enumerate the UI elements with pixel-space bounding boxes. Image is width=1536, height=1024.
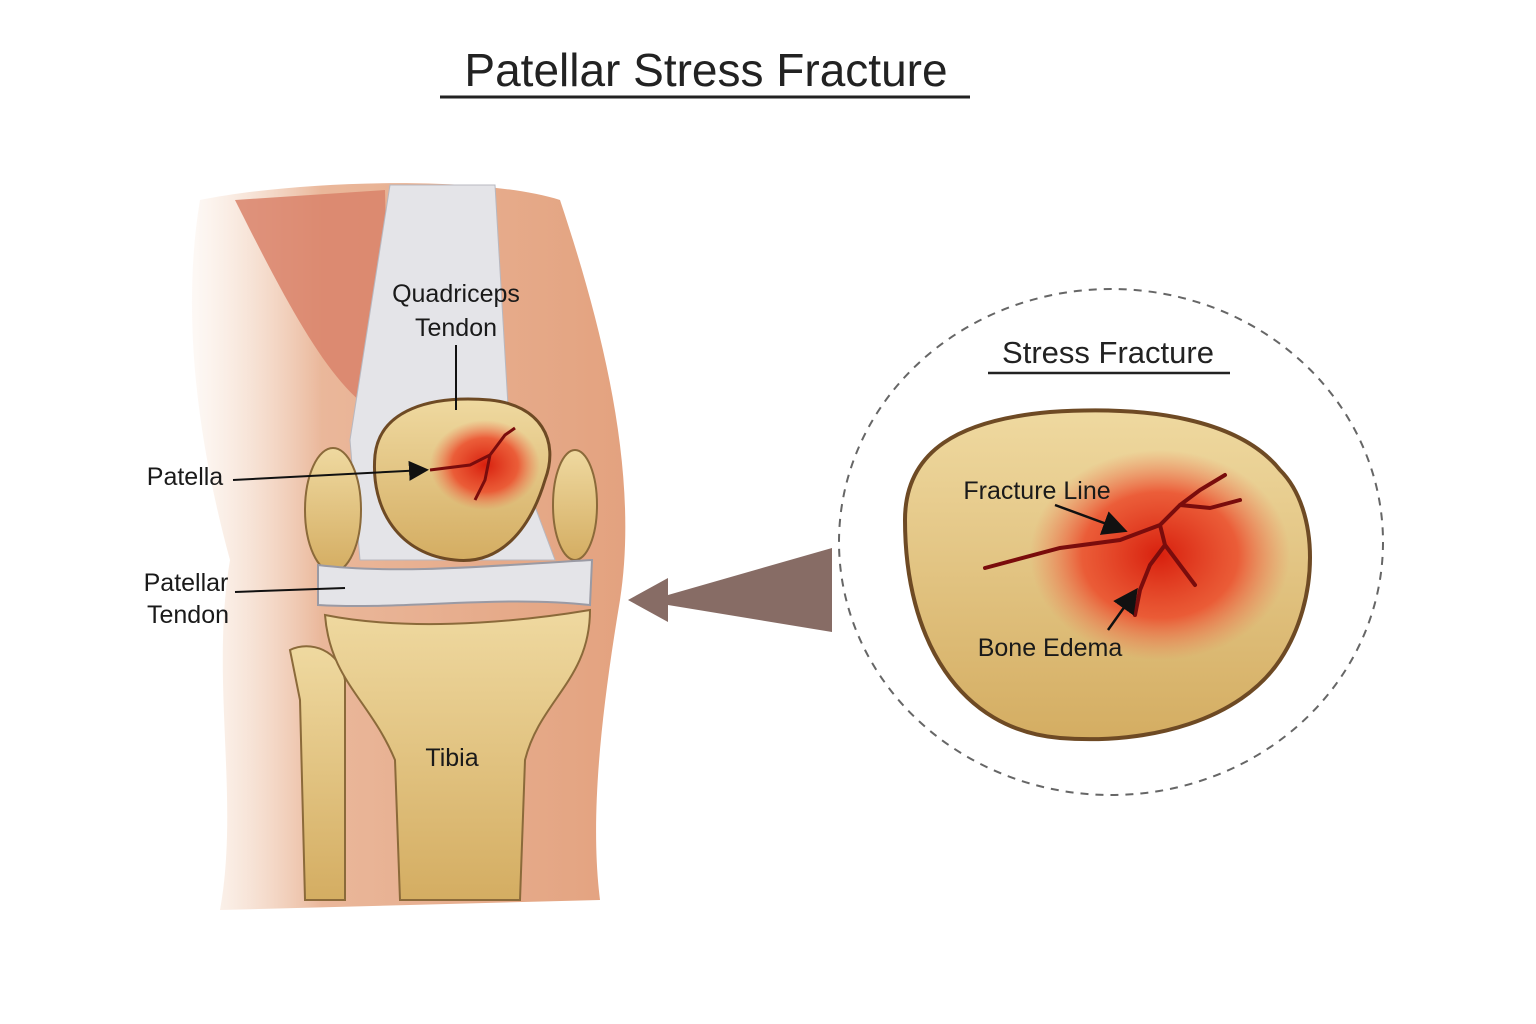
label-tibia: Tibia: [425, 744, 478, 772]
page-title: Patellar Stress Fracture: [464, 44, 947, 96]
femur-condyle-right: [552, 449, 598, 561]
magnify-arrow: [628, 548, 832, 632]
label-fracture-line: Fracture Line: [963, 477, 1110, 505]
closeup-fracture-line: [983, 473, 1242, 617]
label-quadriceps-tendon-1: Quadriceps: [392, 280, 520, 308]
patellar-tendon-leader-line: [234, 587, 346, 593]
label-quadriceps-tendon-2: Tendon: [415, 314, 497, 342]
femur-condyle-left: [304, 447, 362, 573]
label-bone-edema: Bone Edema: [978, 634, 1123, 662]
label-patellar-tendon-1: Patellar: [144, 569, 229, 597]
label-patellar-tendon-2: Tendon: [147, 601, 229, 629]
patella-leader-line: [232, 460, 429, 481]
patellar-tendon: [317, 558, 594, 608]
inset-title: Stress Fracture: [1002, 335, 1214, 370]
bone-edema-arrow: [1106, 587, 1138, 631]
thigh-muscle: [235, 190, 390, 420]
patella-fracture-crack: [429, 426, 516, 501]
knee-illustration: [191, 183, 626, 910]
patella-closeup: [902, 408, 1312, 742]
inset-circle: [838, 288, 1384, 796]
label-patella: Patella: [147, 463, 224, 491]
patella-edema: [430, 420, 540, 510]
fracture-line-arrow: [1054, 503, 1128, 535]
tibia-bone: [323, 608, 592, 901]
